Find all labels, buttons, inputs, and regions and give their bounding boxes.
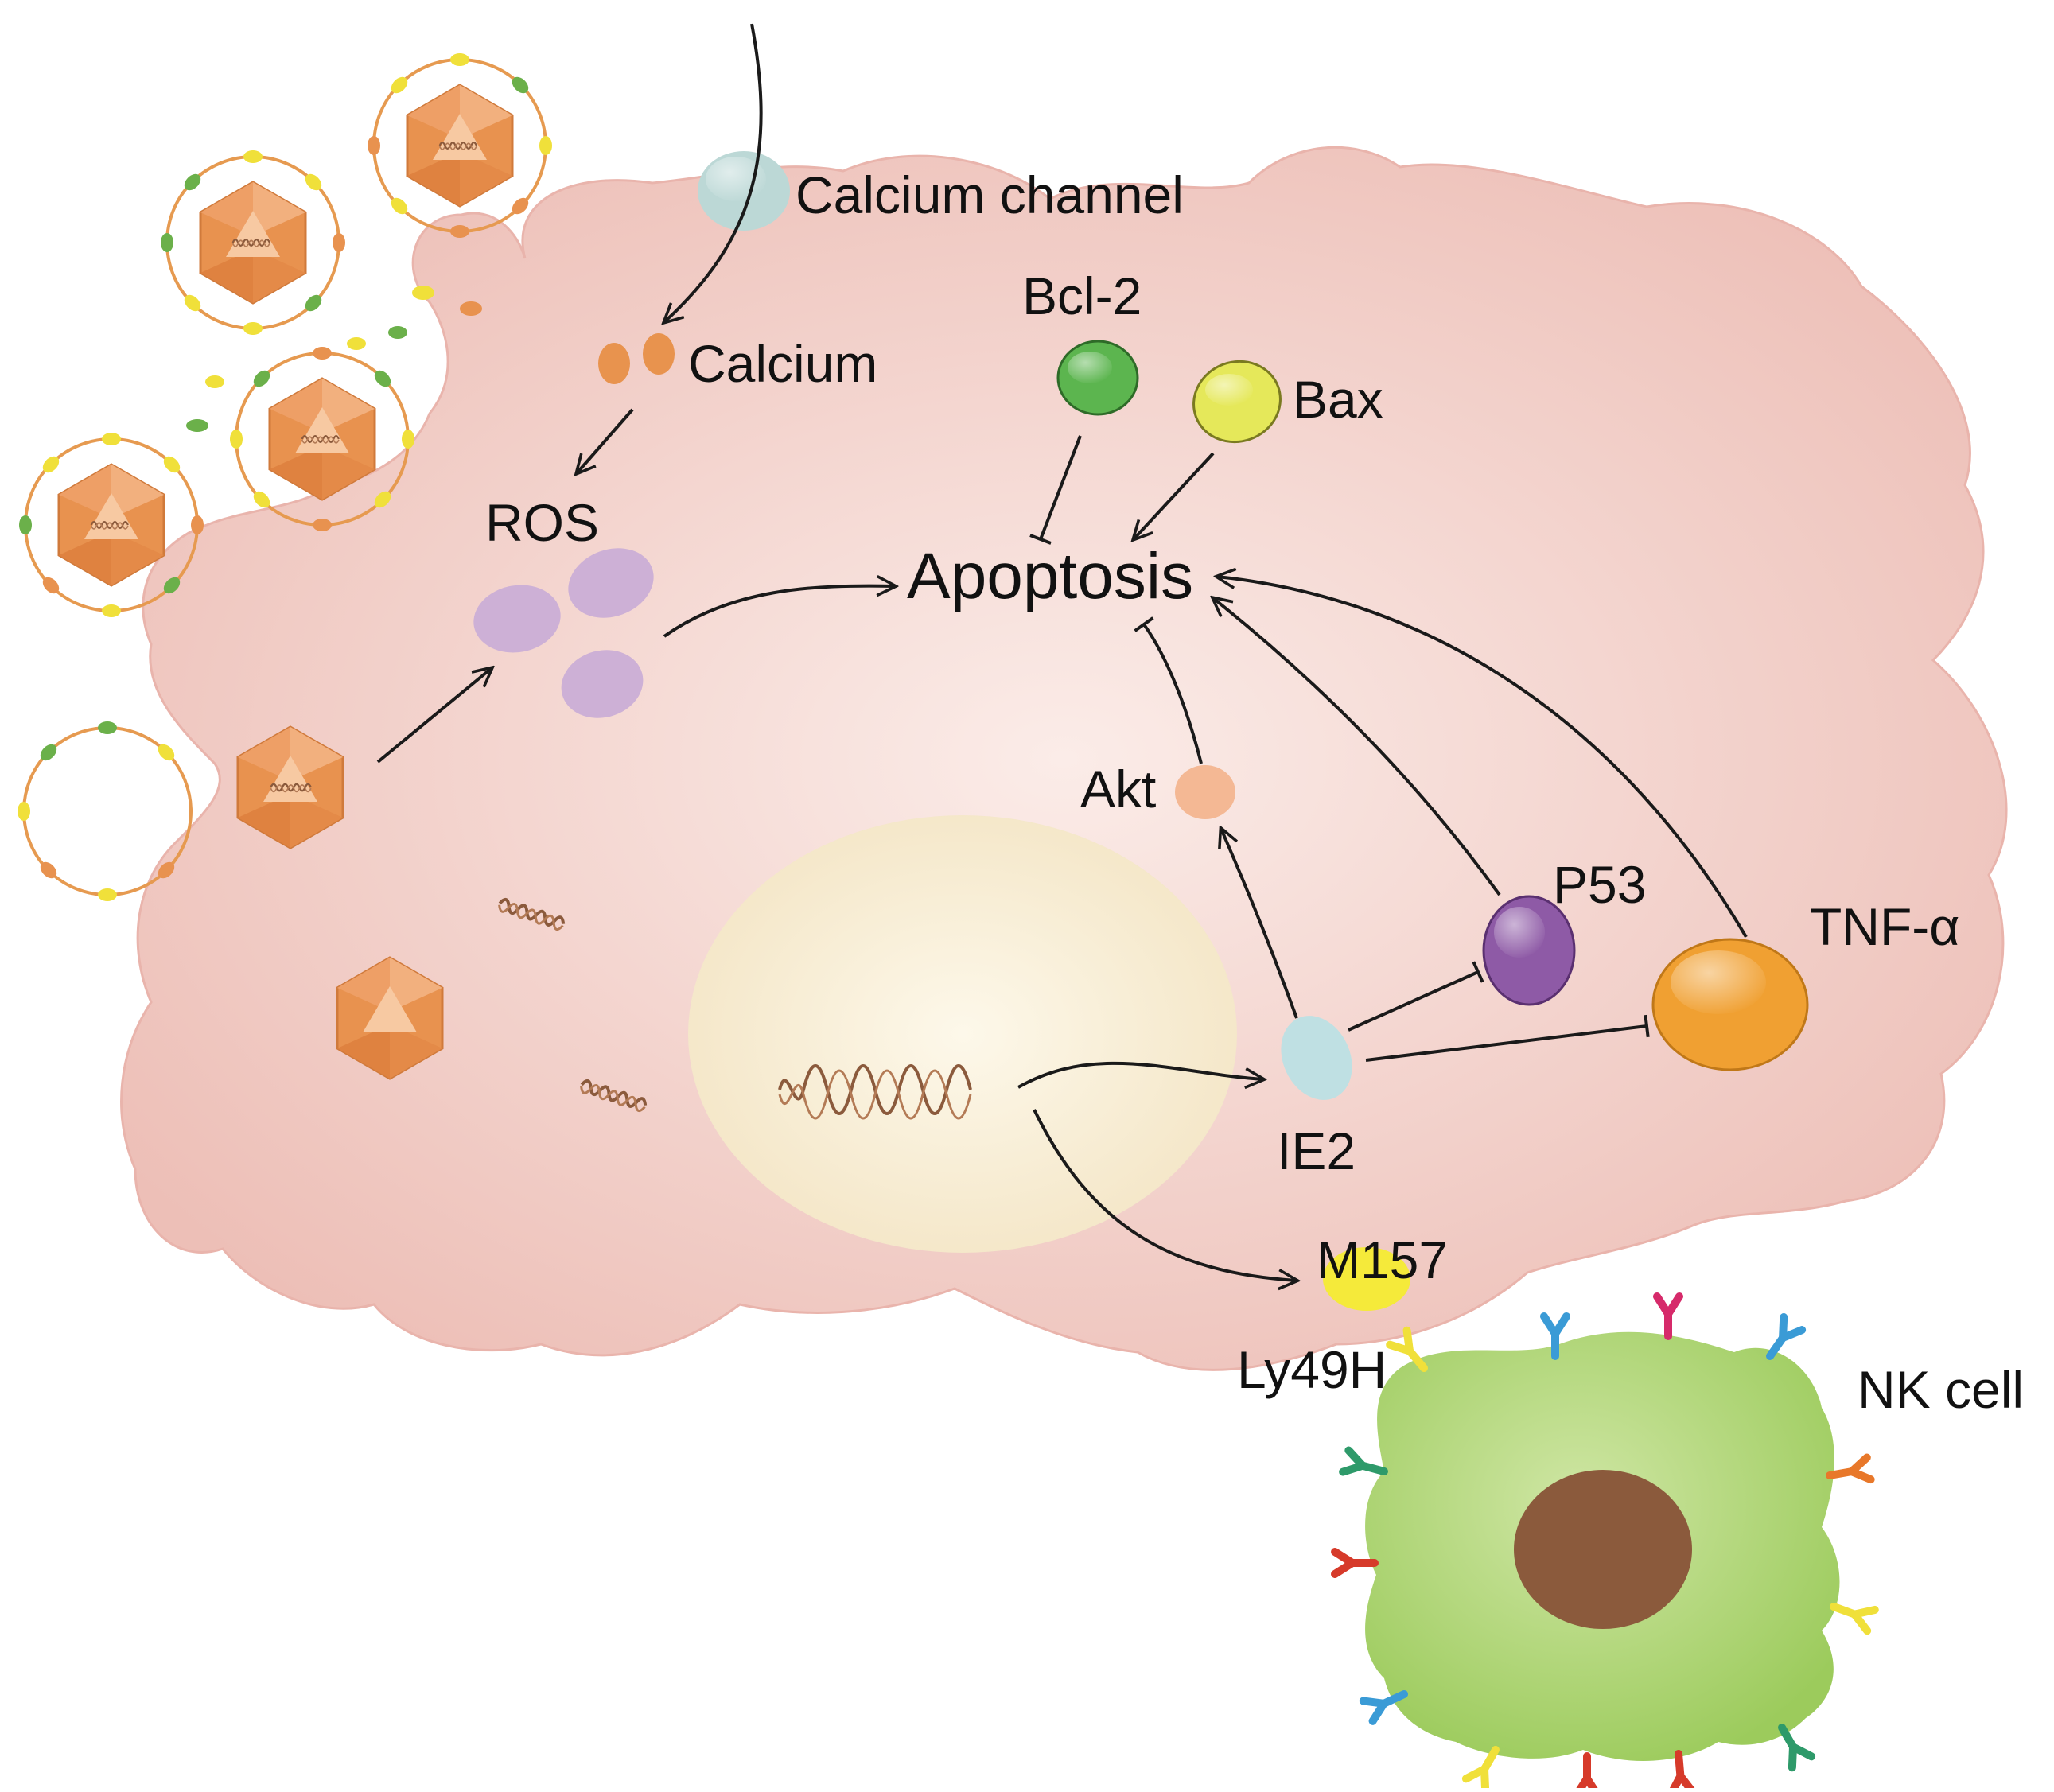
arrow-calcium-influx bbox=[664, 23, 763, 322]
glycoprotein-icon bbox=[205, 375, 224, 388]
host-nucleus bbox=[688, 815, 1237, 1253]
arrow-dna-to-ie2 bbox=[1017, 1061, 1263, 1087]
calcium-channel-label: Calcium channel bbox=[796, 165, 1184, 224]
calcium-ion-icon bbox=[598, 343, 630, 384]
ros-molecule-icon bbox=[568, 548, 654, 618]
inhibit-bcl2-apoptosis bbox=[1029, 435, 1082, 545]
arrow-calcium-to-ros bbox=[577, 408, 634, 473]
ros-label: ROS bbox=[485, 493, 599, 552]
calcium-ion-icon bbox=[643, 333, 675, 375]
glycoprotein-icon bbox=[347, 337, 366, 350]
arrow-ie2-to-akt bbox=[1221, 829, 1298, 1019]
empty-envelope-icon bbox=[18, 721, 193, 901]
nk-cell-label: NK cell bbox=[1858, 1360, 2024, 1419]
bcl2-label: Bcl-2 bbox=[1022, 266, 1142, 325]
virion-icon bbox=[161, 150, 345, 335]
glycoprotein-icon bbox=[186, 419, 208, 432]
ros-molecule-icon bbox=[473, 585, 561, 653]
arrow-capsid-to-ros bbox=[376, 668, 492, 764]
ie2-protein-icon bbox=[1281, 1016, 1352, 1100]
virion-icon bbox=[19, 433, 204, 617]
inhibit-akt-apoptosis bbox=[1134, 616, 1203, 764]
inhibit-ie2-p53 bbox=[1348, 961, 1484, 1032]
calcium-label: Calcium bbox=[688, 334, 877, 393]
receptor-icon bbox=[1576, 1756, 1598, 1788]
arrow-bax-to-apoptosis bbox=[1134, 452, 1215, 539]
arrow-p53-to-apoptosis bbox=[1213, 598, 1501, 896]
nk-cell-nucleus bbox=[1514, 1470, 1692, 1629]
receptor-icon bbox=[1657, 1296, 1679, 1336]
arrow-tnf-to-apoptosis bbox=[1217, 577, 1748, 939]
virion-icon bbox=[230, 347, 414, 531]
glycoprotein-icon bbox=[412, 286, 434, 300]
p53-label: P53 bbox=[1553, 855, 1646, 914]
m157-label: M157 bbox=[1317, 1230, 1448, 1289]
arrow-dna-to-m157 bbox=[1033, 1109, 1297, 1281]
nuclear-viral-dna-icon bbox=[778, 1064, 972, 1120]
akt-protein-icon bbox=[1175, 765, 1235, 819]
arrow-ros-to-apoptosis bbox=[663, 586, 895, 638]
tnf-alpha-label: TNF-α bbox=[1810, 897, 1959, 956]
bax-label: Bax bbox=[1293, 370, 1383, 429]
akt-label: Akt bbox=[1080, 760, 1156, 818]
ros-molecule-icon bbox=[561, 650, 644, 718]
glycoprotein-icon bbox=[388, 326, 407, 339]
virion-icon bbox=[368, 53, 552, 238]
ie2-label: IE2 bbox=[1277, 1121, 1356, 1180]
glycoprotein-icon bbox=[460, 301, 482, 316]
receptor-icon bbox=[1335, 1552, 1375, 1574]
apoptosis-label: Apoptosis bbox=[907, 540, 1193, 612]
ly49h-label: Ly49H bbox=[1237, 1340, 1387, 1399]
m157-protein-icon bbox=[1323, 1247, 1410, 1311]
inhibit-ie2-tnf bbox=[1365, 1014, 1650, 1062]
